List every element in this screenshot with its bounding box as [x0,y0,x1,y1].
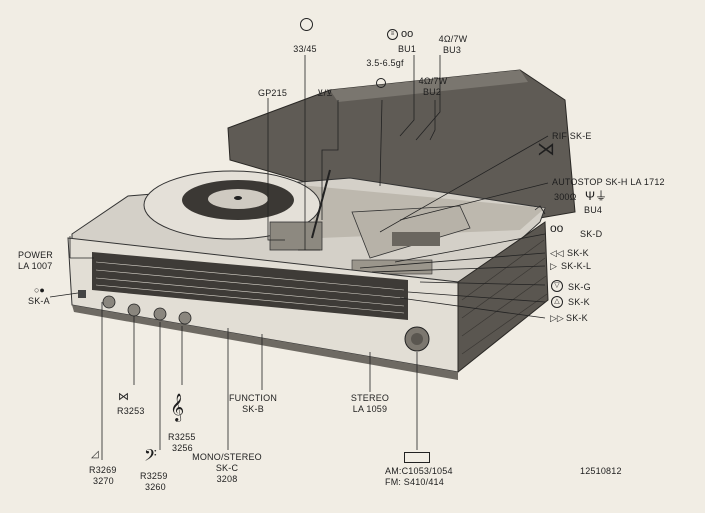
power-switch [78,290,86,298]
function-label: FUNCTION [228,393,278,403]
drawing-number: 12510812 [580,466,622,476]
sk-g-label: SK-G [568,282,591,292]
antenna-icon: Ψ⏚ [585,189,608,203]
mono-stereo-label: MONO/STEREO [192,452,262,462]
stereo-label: STEREO [350,393,390,403]
r3270-label: 3270 [93,476,114,486]
speed-label: 33/45 [293,44,317,54]
sk-k-ff-label: SK-K [566,313,588,323]
mono-stereo-num-label: 3208 [216,474,238,484]
antenna-300-label: 300Ω [554,192,577,202]
eject-icon: △ [551,296,563,308]
control-knobs [102,295,192,325]
stereo-lamp-label: LA 1059 [352,404,388,414]
speed-icon [300,18,313,31]
bu1-label: BU1 [397,44,417,54]
r3269-label: R3269 [89,465,117,475]
gp215-label: GP215 [258,88,288,98]
sk-k-eject-label: SK-K [568,297,590,307]
treble-clef-icon: 𝄞 [170,393,185,421]
stop-icon: ▽ [551,280,563,292]
autostop-label: AUTOSTOP SK-H LA 1712 [552,177,665,187]
tape-counter-icon: ⋊ [537,139,555,159]
power-lamp-label: LA 1007 [18,261,53,271]
mono-stereo-switch-label: SK-C [215,463,239,473]
play-icon: ▷ [550,261,557,271]
stylus-force-label: 3.5-6.5gf [366,58,404,68]
r3253-label: R3253 [117,406,145,416]
volume-icon: ◿ [91,449,99,460]
balance-icon: ⋈ [118,391,129,403]
leader-lines [49,55,549,460]
function-switch-label: SK-B [242,404,264,414]
bu2-label: BU2 [422,87,442,97]
bu2-spec-label: 4Ω/7W [418,76,448,86]
tape-icon: oo [401,28,414,40]
r3259-label: R3259 [140,471,168,481]
riaa-switch-label: RIF SK-E [552,131,592,141]
tape-reels-icon: oo [550,221,564,235]
bu3-spec-label: 4Ω/7W [438,34,468,44]
tuning-fm-label: FM: S410/414 [385,477,444,487]
tuning-am-label: AM:C1053/1054 [385,466,453,476]
sk-k-rewind-label: SK-K [567,248,589,258]
stylus-force-icon [376,78,386,88]
bu3-label: BU3 [442,45,462,55]
r3255-label: R3255 [168,432,196,442]
r3260-label: 3260 [145,482,166,492]
record-icon: ≡ [387,29,398,40]
r3256-label: 3256 [172,443,193,453]
dust-cover-lid [227,69,576,231]
power-label: POWER [18,250,54,260]
side-panel [457,221,549,374]
cueing-lever-icon: ⊻/⊻ [317,88,333,98]
sk-k-l-label: SK-K-L [561,261,592,271]
bu4-label: BU4 [584,205,603,215]
power-indicator-icon: ○● [34,285,45,295]
rewind-icon: ◁◁ [550,248,564,258]
fast-forward-icon: ▷▷ [550,313,564,323]
tuning-icon [404,452,430,463]
sk-a-label: SK-A [28,296,50,306]
sk-d-label: SK-D [580,229,603,239]
bass-clef-icon: 𝄢 [144,445,157,469]
